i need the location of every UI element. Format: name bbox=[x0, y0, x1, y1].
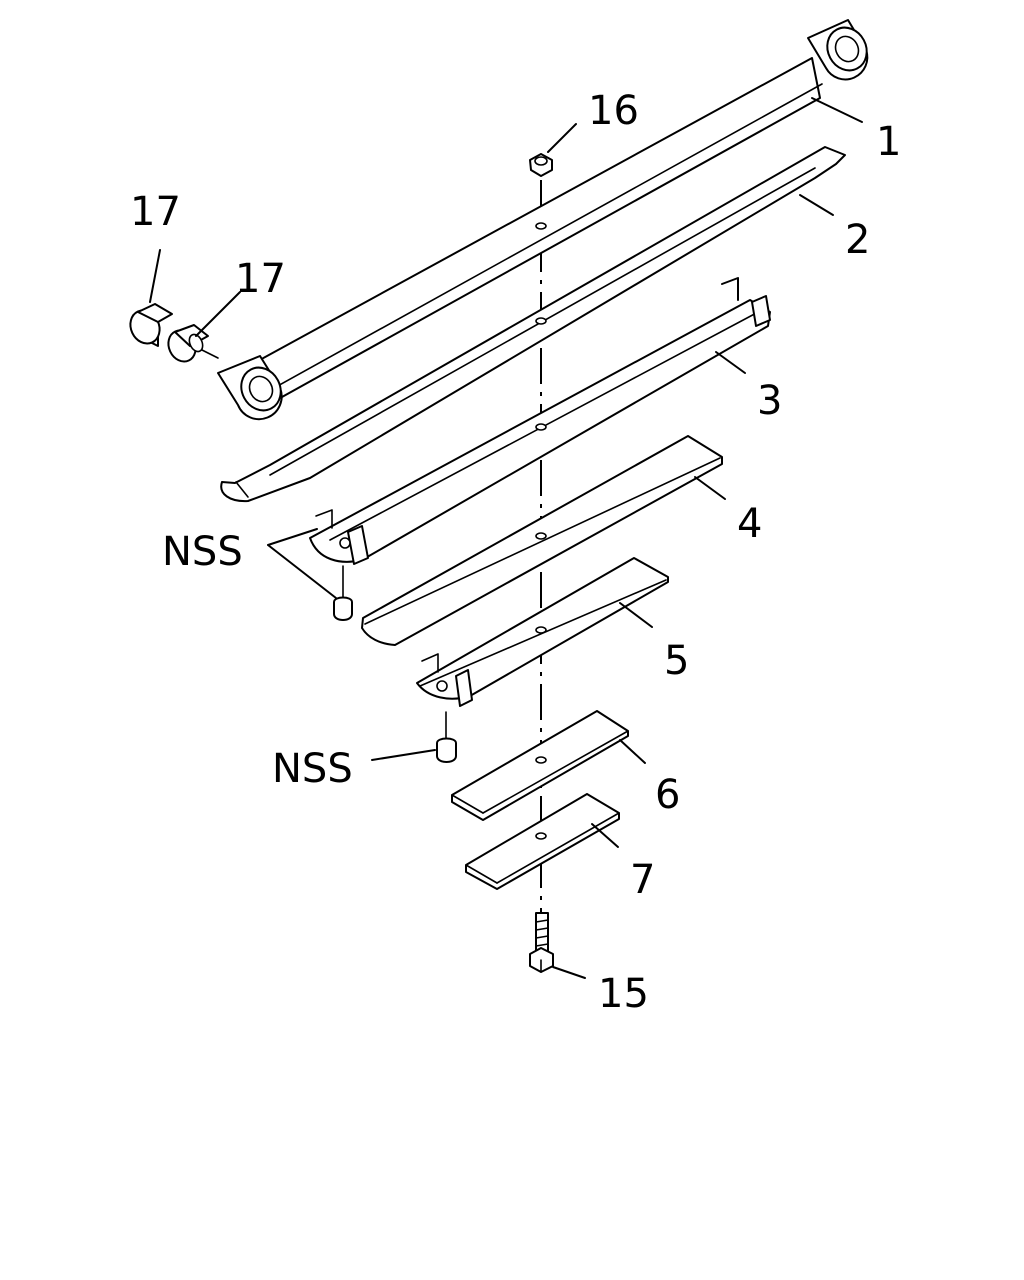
main-leaf-part-1 bbox=[217, 19, 869, 421]
spacer-plate-part-6 bbox=[451, 710, 629, 821]
rivet-lower bbox=[436, 711, 457, 763]
callout-3: 3 bbox=[757, 378, 782, 424]
fourth-leaf-part-4 bbox=[361, 435, 723, 646]
callout-2: 2 bbox=[845, 217, 870, 263]
bushing-part-17-inner bbox=[167, 324, 219, 363]
leader-lines bbox=[149, 97, 863, 979]
center-bolt-part-15 bbox=[529, 912, 554, 973]
callout-nss-upper: NSS bbox=[162, 529, 243, 575]
callout-15: 15 bbox=[598, 971, 649, 1017]
callout-5: 5 bbox=[664, 638, 689, 684]
callout-6: 6 bbox=[655, 772, 680, 818]
callout-1: 1 bbox=[876, 119, 901, 165]
callout-17-outer: 17 bbox=[130, 189, 181, 235]
second-leaf-part-2 bbox=[220, 146, 846, 503]
callout-7: 7 bbox=[630, 857, 655, 903]
bushing-part-17-outer bbox=[129, 303, 173, 347]
callout-17-inner: 17 bbox=[235, 256, 286, 302]
rivet-upper bbox=[333, 565, 353, 621]
callout-16: 16 bbox=[588, 88, 639, 134]
fifth-leaf-part-5 bbox=[416, 557, 669, 707]
spacer-plate-part-7 bbox=[465, 793, 620, 890]
callout-4: 4 bbox=[737, 501, 762, 547]
nut-part-16 bbox=[529, 153, 553, 177]
third-leaf-part-3 bbox=[309, 277, 771, 565]
callout-nss-lower: NSS bbox=[272, 746, 353, 792]
